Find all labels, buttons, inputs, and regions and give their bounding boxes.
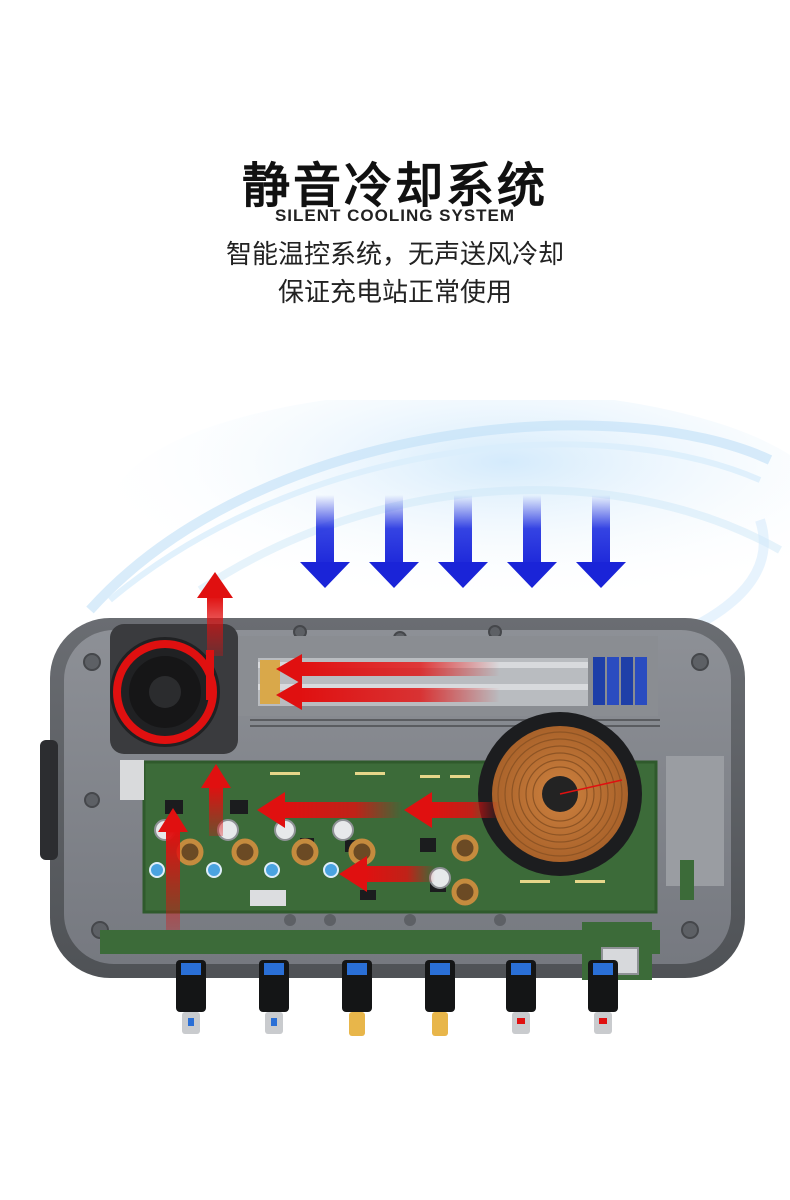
page-subtitle-english: SILENT COOLING SYSTEM (274, 206, 516, 225)
blower-fan (110, 624, 238, 754)
exhaust-arrow-up-right (201, 764, 231, 836)
intake-arrows (300, 495, 626, 588)
cable-connector-micro (506, 960, 536, 1034)
right-module (666, 756, 724, 900)
cable-ports (176, 960, 618, 1036)
exhaust-arrow-heatsink-2 (276, 680, 500, 710)
cable-connector-micro (588, 960, 618, 1034)
cooling-system-illustration (40, 400, 790, 1036)
wireless-charging-coil (478, 712, 642, 876)
exhaust-arrow-up-left (158, 808, 188, 930)
airflow-swirl (86, 400, 790, 665)
exhaust-arrow-pcb-low (339, 856, 435, 892)
cable-connector-usbc (259, 960, 289, 1034)
intake-arrow (369, 495, 419, 588)
intake-arrow (300, 495, 350, 588)
cable-connector-usbc (176, 960, 206, 1034)
exhaust-arrow-fan-up (197, 572, 233, 656)
cable-connector-lightning (425, 960, 455, 1036)
blue-capacitors (593, 657, 647, 705)
exhaust-arrow-coil (404, 792, 500, 828)
intake-arrow (507, 495, 557, 588)
intake-arrow (576, 495, 626, 588)
cable-connector-lightning (342, 960, 372, 1036)
page-title: 静音冷却系统 (241, 158, 548, 214)
exhaust-arrow-pcb-mid (257, 792, 403, 828)
side-button (40, 740, 58, 860)
description-line-1: 智能温控系统，无声送风冷却 (225, 240, 564, 270)
description-line-2: 保证充电站正常使用 (277, 278, 512, 308)
exhaust-arrows (158, 572, 500, 930)
exhaust-arrow-heatsink-1 (276, 654, 500, 684)
page-description: 智能温控系统，无声送风冷却 保证充电站正常使用 (0, 236, 790, 312)
intake-arrow (438, 495, 488, 588)
